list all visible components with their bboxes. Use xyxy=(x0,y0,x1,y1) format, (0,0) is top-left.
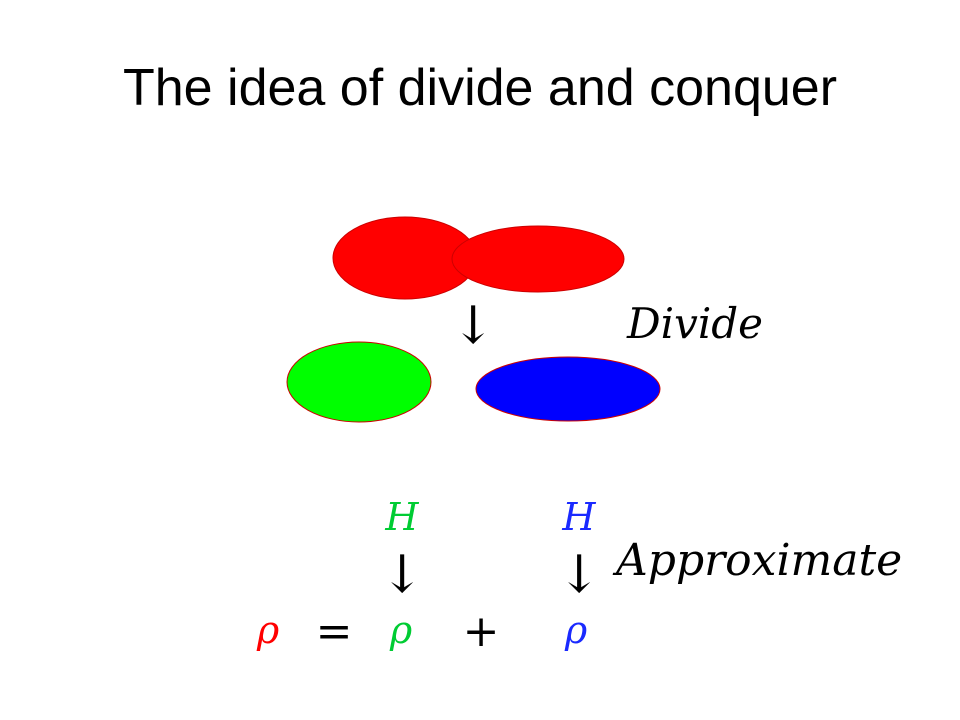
whole-system-right-lobe xyxy=(451,225,625,293)
approximate-label: Approximate xyxy=(612,535,902,586)
subsystem-2-shape xyxy=(475,356,661,422)
subsystem-1-shape xyxy=(286,341,432,423)
divide-arrow: ↓ xyxy=(451,296,495,356)
divide-label: Divide xyxy=(626,299,763,348)
total-density-symbol: ρ xyxy=(256,608,280,652)
approximate-arrow-1: ↓ xyxy=(380,545,424,605)
approximate-arrow-2: ↓ xyxy=(557,545,601,605)
plus-sign: + xyxy=(463,606,500,657)
equals-sign: = xyxy=(316,606,353,657)
subsystem-1-density-symbol: ρ xyxy=(389,608,413,652)
subsystem-2-density-symbol: ρ xyxy=(564,608,588,652)
whole-system-shape xyxy=(332,216,625,300)
subsystem-1-hamiltonian: H xyxy=(384,495,419,539)
subsystem-2-hamiltonian: H xyxy=(561,495,596,539)
slide-title: The idea of divide and conquer xyxy=(122,59,838,117)
